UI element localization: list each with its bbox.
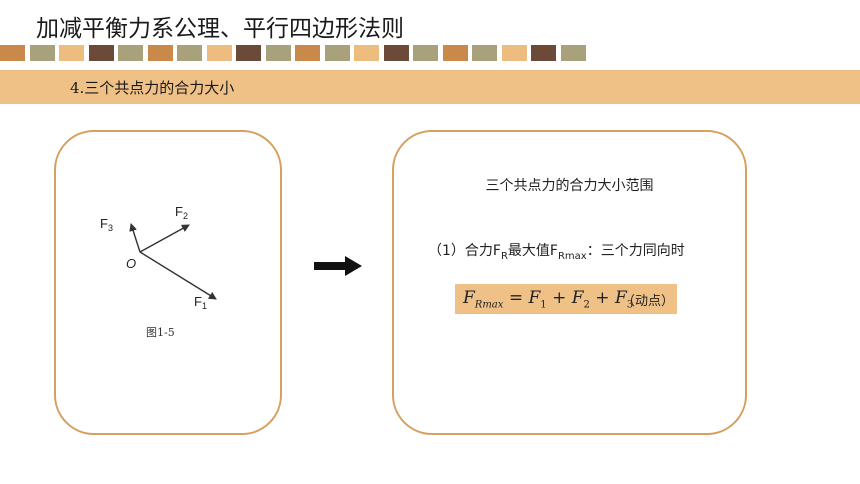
decor-tile — [413, 45, 438, 61]
decor-tile — [88, 45, 114, 61]
decor-tile — [383, 45, 409, 61]
decor-tile — [147, 45, 173, 61]
label-origin: O — [126, 256, 136, 271]
formula-expression: FRmax = F1 + F2 + F3 — [463, 288, 634, 311]
section-bar: 4.三个共点力的合力大小 — [0, 70, 860, 104]
figure-caption: 图1-5 — [146, 326, 175, 339]
decor-tile — [265, 45, 291, 61]
decor-tile — [29, 45, 55, 61]
decor-tile — [177, 45, 202, 61]
force-diagram: F1 F2 F3 O — [100, 204, 217, 311]
decor-tile — [324, 45, 350, 61]
decor-tile — [531, 45, 556, 61]
decor-tile — [501, 45, 527, 61]
decor-tile — [442, 45, 468, 61]
decor-tile — [354, 45, 379, 61]
label-f3: F3 — [100, 216, 113, 233]
figure-card: F1 F2 F3 O 图1-5 — [54, 130, 282, 435]
decor-tile — [59, 45, 84, 61]
decor-tile-strip — [0, 45, 860, 61]
decor-tile — [206, 45, 232, 61]
right-arrow-icon — [314, 256, 362, 276]
force-f2-arrow — [139, 224, 190, 253]
formula-box: FRmax = F1 + F2 + F3 （动点） — [455, 284, 677, 314]
force-f1-arrow — [139, 251, 217, 300]
range-card: 三个共点力的合力大小范围 （1）合力FR最大值FRmax：三个力同向时 FRma… — [392, 130, 747, 435]
decor-tile — [295, 45, 320, 61]
decor-tile — [118, 45, 143, 61]
max-value-statement: （1）合力FR最大值FRmax：三个力同向时 — [428, 243, 685, 262]
label-f2: F2 — [175, 204, 188, 221]
force-f3-arrow — [129, 223, 141, 253]
formula-note: （动点） — [622, 294, 675, 309]
decor-tile — [560, 45, 586, 61]
section-heading: 4.三个共点力的合力大小 — [70, 79, 235, 97]
slide-title: 加减平衡力系公理、平行四边形法则 — [36, 16, 404, 42]
decor-tile — [472, 45, 497, 61]
decor-tile — [0, 45, 25, 61]
range-title: 三个共点力的合力大小范围 — [485, 178, 654, 194]
decor-tile — [236, 45, 261, 61]
label-f1: F1 — [194, 294, 207, 311]
